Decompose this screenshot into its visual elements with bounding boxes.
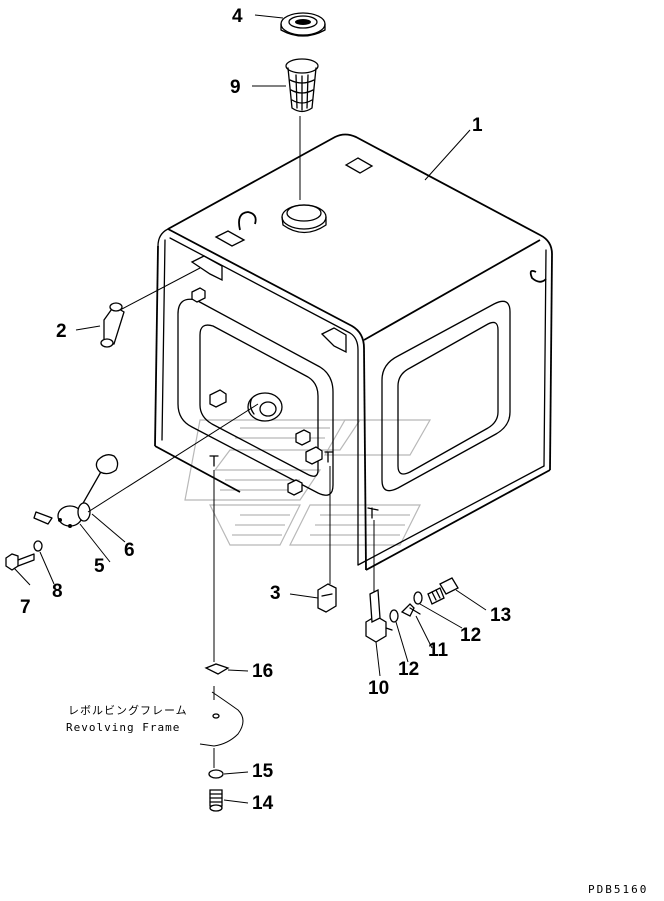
callout-11: 11 [428,640,449,661]
callout-12-left: 12 [398,659,419,680]
callout-13: 13 [490,605,511,626]
callout-2: 2 [56,321,67,342]
callout-3: 3 [270,583,281,604]
callout-leaders [13,14,487,804]
callout-4: 4 [232,6,243,27]
note-japanese: レボルビングフレーム [68,703,188,717]
callout-14: 14 [252,793,274,814]
drain-valve-parts [365,520,459,643]
callout-9: 9 [230,77,241,98]
callout-7: 7 [20,597,31,618]
callout-6: 6 [124,540,135,561]
cover-part [100,267,201,348]
note-english: Revolving Frame [66,721,180,734]
strainer-part [285,58,319,200]
callout-1: 1 [472,115,483,136]
callout-10: 10 [368,678,389,699]
callout-8: 8 [52,581,63,602]
fuel-tank [154,133,553,571]
drawing-code: PDB5160 [588,883,648,896]
watermark-logo [184,419,432,546]
callout-5: 5 [94,556,105,577]
callout-labels: 4 9 1 2 6 5 8 7 3 13 12 11 12 10 16 15 1… [20,6,511,814]
callout-15: 15 [252,761,274,782]
clamp-part [317,466,337,613]
callout-12-right: 12 [460,625,481,646]
mount-bolt-parts [199,470,244,812]
callout-16: 16 [252,661,273,682]
fuel-cap-part [280,12,326,37]
fuel-gauge-parts [5,403,259,571]
